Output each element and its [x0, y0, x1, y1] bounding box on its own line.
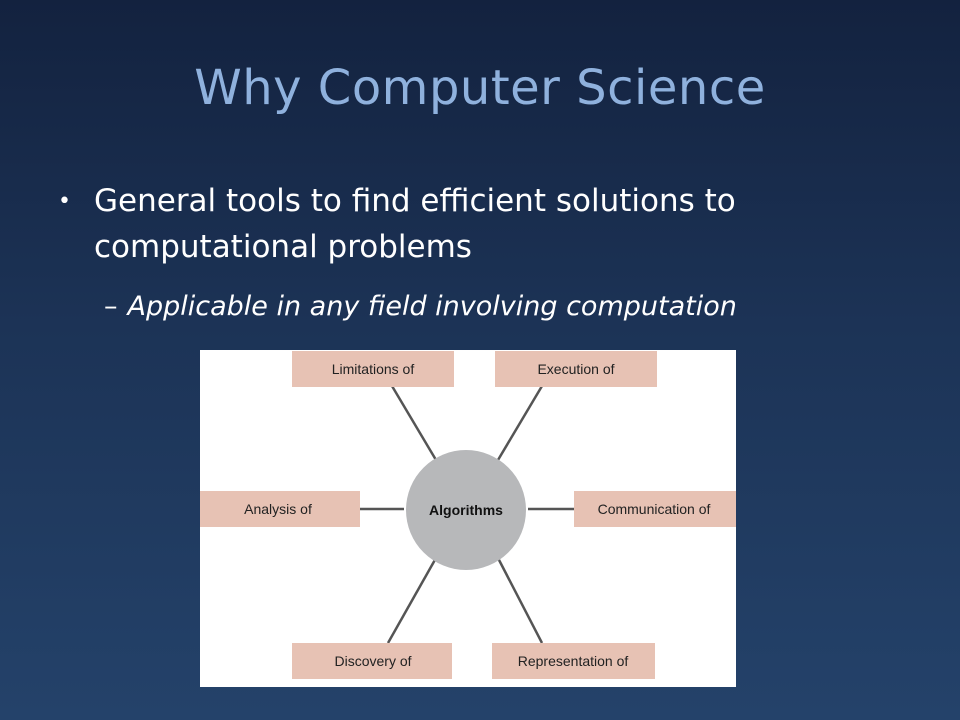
node-box-analysis — [200, 491, 360, 527]
bullet-item: • General tools to find efficient soluti… — [56, 178, 916, 270]
node-box-representation — [492, 643, 655, 679]
sub-bullet-item: –Applicable in any field involving compu… — [104, 287, 737, 327]
connector-discovery — [386, 557, 438, 644]
node-box-execution — [495, 351, 657, 387]
center-label: Algorithms — [429, 502, 503, 518]
node-label-discovery: Discovery of — [334, 653, 411, 669]
algorithms-diagram: Algorithms Limitations of Execution of A… — [200, 350, 736, 687]
sub-bullet-dash: – — [104, 291, 118, 322]
node-label-execution: Execution of — [537, 361, 614, 377]
bullet-dot-icon: • — [58, 189, 71, 214]
connector-representation — [496, 557, 544, 644]
connector-limitations — [390, 385, 438, 461]
diagram-canvas: Algorithms Limitations of Execution of A… — [200, 351, 736, 679]
node-box-communication — [574, 491, 736, 527]
sub-bullet-text: Applicable in any field involving comput… — [127, 291, 737, 322]
slide-title: Why Computer Science — [194, 60, 766, 116]
node-box-limitations — [292, 351, 454, 387]
node-label-analysis: Analysis of — [244, 501, 312, 517]
node-label-representation: Representation of — [518, 653, 629, 669]
connector-execution — [496, 385, 544, 461]
node-box-discovery — [292, 643, 452, 679]
node-label-limitations: Limitations of — [332, 361, 415, 377]
center-circle — [406, 450, 526, 570]
bullet-text: General tools to find efficient solution… — [94, 183, 736, 265]
node-label-communication: Communication of — [598, 501, 711, 517]
